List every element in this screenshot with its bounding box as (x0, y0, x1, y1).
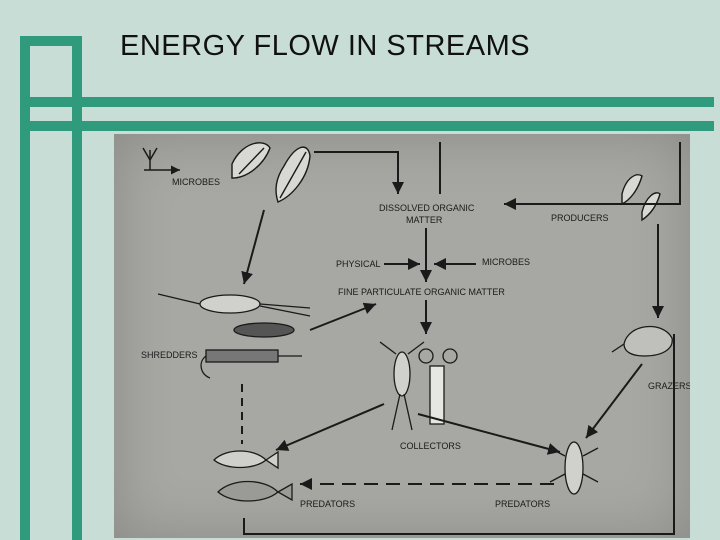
label-physical: PHYSICAL (336, 259, 381, 269)
label-dissolved-organic: DISSOLVED ORGANIC (379, 203, 475, 213)
energy-flow-diagram: MICROBES DISSOLVED ORGANIC MATTER PRODUC… (141, 142, 690, 535)
algae-illustration (621, 174, 661, 222)
label-microbes-left: MICROBES (172, 177, 220, 187)
label-shredders: SHREDDERS (141, 350, 198, 360)
predator-insect (549, 441, 599, 495)
frame-bar-horizontal-2 (20, 121, 714, 131)
shredder-insects (157, 293, 311, 379)
collector-insects (379, 341, 458, 431)
frame-bar-horizontal-1 (20, 97, 714, 107)
frame-bar-left-vertical-2 (72, 36, 82, 540)
fish-illustration (213, 450, 293, 502)
label-collectors: COLLECTORS (400, 441, 461, 451)
label-predators-left: PREDATORS (300, 499, 355, 509)
microbe-symbol (142, 147, 180, 175)
grazer-insect (611, 325, 673, 357)
slide-title: ENERGY FLOW IN STREAMS (120, 30, 531, 62)
flow-arrows (241, 142, 681, 535)
diagram-photo: MICROBES DISSOLVED ORGANIC MATTER PRODUC… (114, 134, 690, 538)
label-microbes-right: MICROBES (482, 257, 530, 267)
label-fpom: FINE PARTICULATE ORGANIC MATTER (338, 287, 505, 297)
label-grazers: GRAZERS (648, 381, 690, 391)
frame-bar-left-vertical-1 (20, 36, 30, 540)
frame-bar-top-horizontal (20, 36, 82, 46)
label-predators-right: PREDATORS (495, 499, 550, 509)
label-producers: PRODUCERS (551, 213, 609, 223)
leaves-illustration (231, 142, 311, 203)
label-dissolved-matter: MATTER (406, 215, 443, 225)
